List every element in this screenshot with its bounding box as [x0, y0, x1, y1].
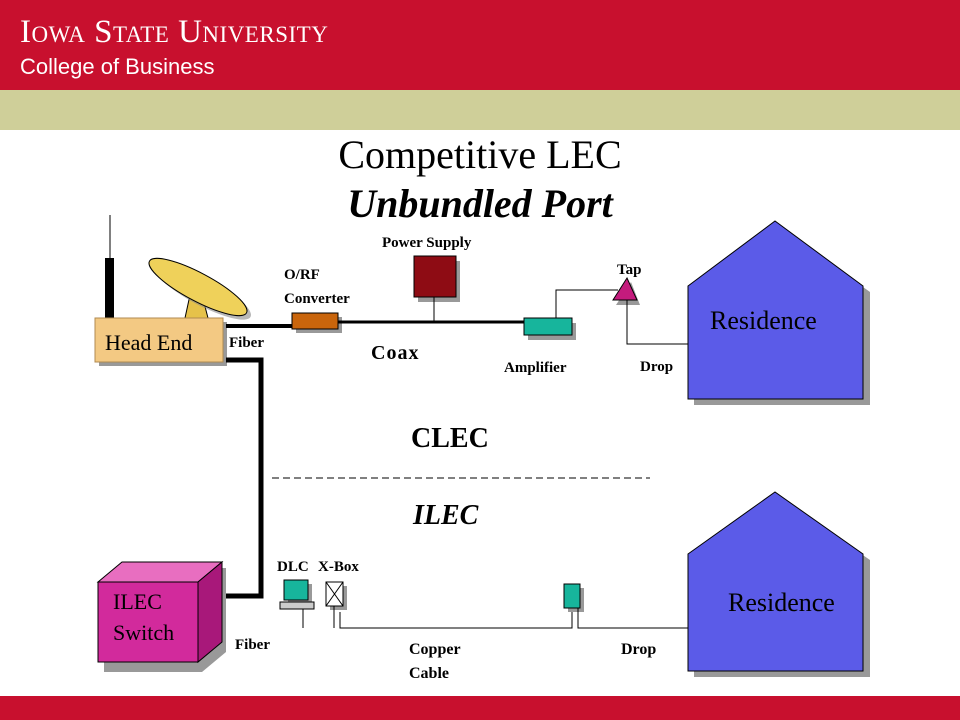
ilec-switch-box: [96, 560, 226, 672]
converter-label-line1: O/RF: [284, 267, 320, 283]
amplifier-box: [523, 317, 576, 340]
power-supply-label: Power Supply: [382, 235, 472, 251]
antenna-pole: [105, 258, 114, 320]
power-supply-box: [413, 255, 460, 302]
fiber-backbone: [222, 357, 264, 599]
header-bar: Iowa State University College of Busines…: [0, 0, 960, 90]
fiber-label-top: Fiber: [229, 335, 264, 351]
satellite-dish-icon: [148, 257, 252, 320]
residence-bottom-house: [687, 491, 870, 677]
residence-bottom-label: Residence: [728, 588, 835, 617]
residence-top-label: Residence: [710, 306, 817, 335]
university-name: Iowa State University: [20, 14, 329, 50]
converter-label-line2: Converter: [284, 291, 350, 307]
dlc-computer-icon: [279, 579, 315, 610]
drop-line-bottom: [577, 608, 690, 629]
tap-feed: [555, 289, 618, 318]
fiber-label-bottom: Fiber: [235, 637, 270, 653]
slide-subtitle: Unbundled Port: [347, 181, 613, 226]
slide-title: Competitive LEC: [338, 132, 622, 177]
college-name: College of Business: [20, 54, 215, 79]
ilec-switch-label-line1: ILEC: [113, 589, 162, 614]
copper-label-line2: Cable: [409, 665, 449, 682]
drop-label-bottom: Drop: [621, 641, 657, 658]
footer-bar: [0, 696, 960, 720]
coax-label: Coax: [371, 342, 420, 364]
header-band: [0, 90, 960, 130]
converter-box: [291, 312, 342, 333]
ilec-switch-label-line2: Switch: [113, 620, 175, 645]
amplifier-label: Amplifier: [504, 360, 567, 376]
pedestal-box: [563, 583, 584, 612]
drop-label-top: Drop: [640, 359, 674, 375]
x-box-label: X-Box: [318, 559, 359, 575]
copper-cable: [339, 612, 573, 629]
head-end-box: [94, 317, 227, 366]
dlc-label: DLC: [277, 559, 309, 575]
tap-icon: [612, 276, 640, 305]
copper-label-line1: Copper: [409, 641, 461, 658]
drop-line-top: [626, 300, 690, 345]
clec-label: CLEC: [411, 423, 489, 454]
residence-top-house: [687, 220, 870, 405]
ilec-label: ILEC: [413, 500, 479, 531]
tap-label: Tap: [617, 262, 642, 278]
head-end-label: Head End: [105, 330, 193, 355]
x-box-icon: [325, 581, 347, 610]
